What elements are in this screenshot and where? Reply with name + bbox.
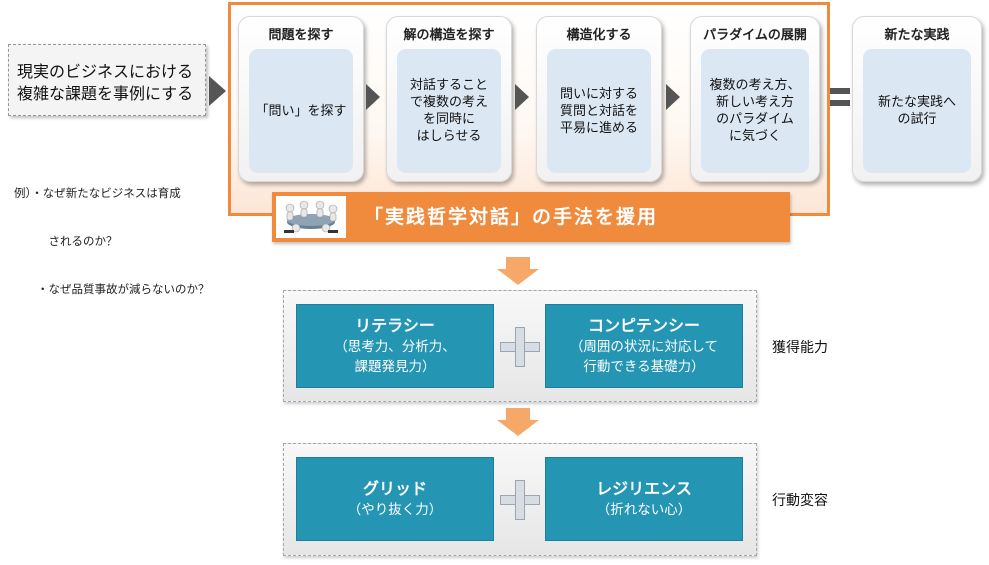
arrow-down-icon bbox=[497, 408, 539, 436]
result-new-practice: 新たな実践 新たな実践へ の試行 bbox=[852, 16, 982, 182]
box-title: コンピテンシー bbox=[587, 316, 700, 335]
step-body: 問いに対する 質問と対話を 平易に進める bbox=[547, 49, 651, 173]
arrow-right-icon bbox=[209, 76, 226, 106]
equals-icon bbox=[830, 88, 850, 112]
arrow-right-icon bbox=[666, 84, 680, 110]
plus-icon bbox=[500, 327, 540, 367]
step-title: 構造化する bbox=[566, 28, 632, 43]
arrow-right-icon bbox=[366, 84, 380, 110]
acquired-skills-group: リテラシー （思考力、分析力、 課題発見力） コンピテンシー （周囲の状況に対応… bbox=[283, 290, 757, 402]
step-title: パラダイムの展開 bbox=[703, 28, 807, 43]
literacy-box: リテラシー （思考力、分析力、 課題発見力） bbox=[296, 304, 494, 388]
banner-text: 「実践哲学対話」の手法を援用 bbox=[364, 206, 659, 228]
step-body: 「問い」を探す bbox=[249, 49, 353, 173]
acquired-skills-label: 獲得能力 bbox=[772, 340, 828, 356]
box-title: レジリエンス bbox=[596, 479, 692, 498]
example-line: ・なぜ品質事故が減らないのか？ bbox=[14, 282, 210, 296]
step-title: 問題を探す bbox=[268, 28, 334, 43]
case-text: 現実のビジネスにおける複雑な課題を事例にする bbox=[17, 62, 194, 103]
box-title: リテラシー bbox=[355, 316, 435, 335]
competency-box: コンピテンシー （周囲の状況に対応して 行動できる基礎力） bbox=[545, 304, 743, 388]
step-body: 複数の考え方、 新しい考え方 のパラダイム に気づく bbox=[701, 49, 809, 173]
method-banner: 「実践哲学対話」の手法を援用 bbox=[272, 192, 790, 242]
examples-list: 例）・なぜ新たなビジネスは育成 されるのか？ ・なぜ品質事故が減らないのか？ bbox=[14, 153, 210, 313]
grit-box: グリッド （やり抜く力） bbox=[296, 457, 494, 541]
step-find-structure: 解の構造を探す 対話すること で複数の考え を同時に はしらせる bbox=[386, 16, 512, 182]
box-subtitle: （思考力、分析力、 課題発見力） bbox=[334, 339, 456, 375]
behavior-change-group: グリッド （やり抜く力） レジリエンス （折れない心） bbox=[283, 443, 757, 556]
step-body: 新たな実践へ の試行 bbox=[863, 49, 971, 173]
box-subtitle: （やり抜く力） bbox=[347, 502, 443, 518]
resilience-box: レジリエンス （折れない心） bbox=[545, 457, 743, 541]
behavior-change-label: 行動変容 bbox=[772, 493, 828, 509]
plus-icon bbox=[500, 480, 540, 520]
step-title: 解の構造を探す bbox=[403, 28, 495, 43]
box-title: グリッド bbox=[362, 479, 427, 498]
step-body: 対話すること で複数の考え を同時に はしらせる bbox=[397, 49, 501, 173]
step-paradigm: パラダイムの展開 複数の考え方、 新しい考え方 のパラダイム に気づく bbox=[690, 16, 820, 182]
step-find-problem: 問題を探す 「問い」を探す bbox=[238, 16, 364, 182]
step-structure: 構造化する 問いに対する 質問と対話を 平易に進める bbox=[536, 16, 662, 182]
meeting-table-icon bbox=[276, 196, 346, 238]
box-subtitle: （周囲の状況に対応して 行動できる基礎力） bbox=[569, 339, 719, 375]
example-line: 例）・なぜ新たなビジネスは育成 bbox=[14, 186, 181, 200]
arrow-right-icon bbox=[515, 84, 529, 110]
case-description-box: 現実のビジネスにおける複雑な課題を事例にする bbox=[8, 44, 206, 116]
arrow-down-icon bbox=[497, 257, 539, 285]
step-title: 新たな実践 bbox=[884, 28, 950, 43]
example-line: されるのか？ bbox=[14, 234, 118, 248]
box-subtitle: （折れない心） bbox=[596, 502, 692, 518]
